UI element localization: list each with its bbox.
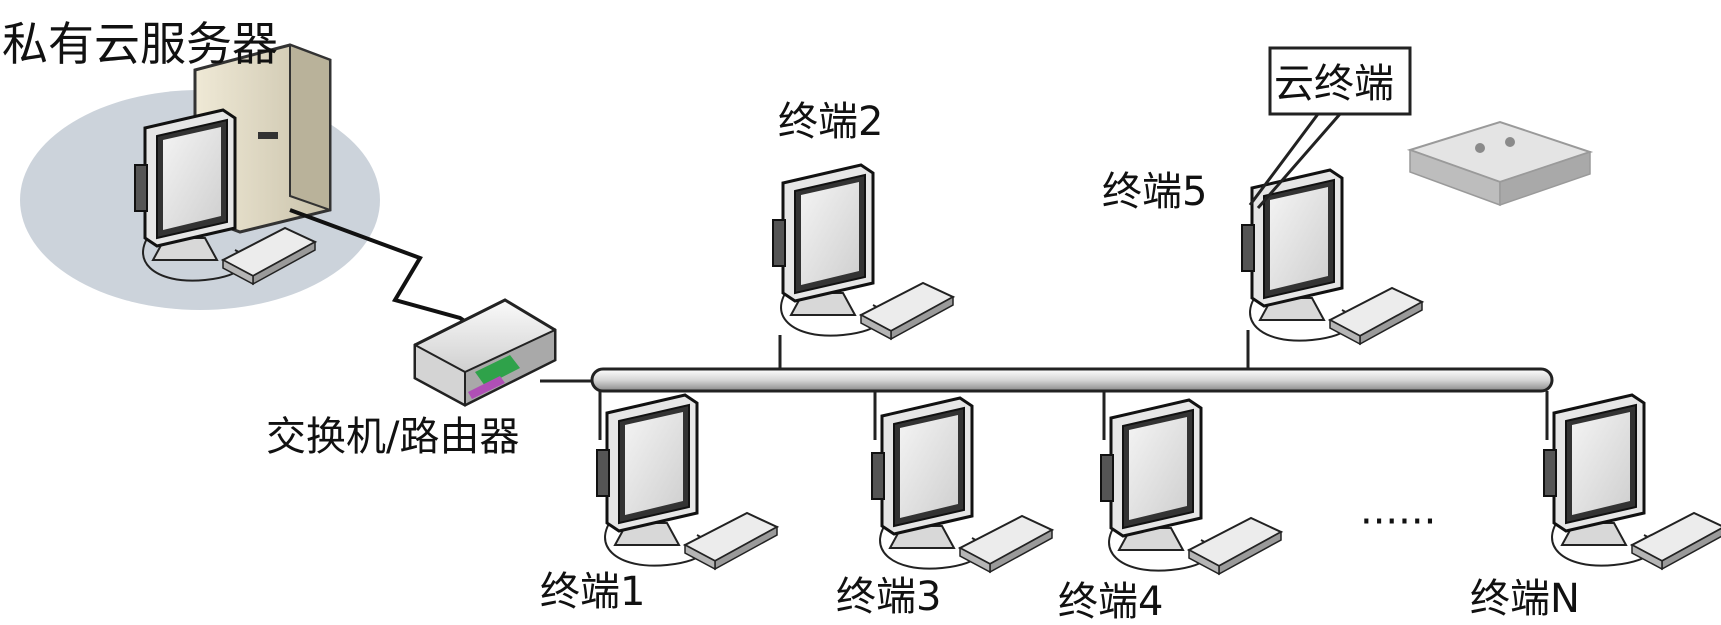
- network-bus: [590, 367, 1554, 393]
- terminal-5-label: 终端5: [1102, 169, 1207, 215]
- terminal-n-icon: [1542, 393, 1721, 571]
- cloud-terminal-label: 云终端: [1274, 61, 1394, 107]
- bus-drop-lines: [598, 330, 1549, 440]
- cloud-terminal-callout: [1248, 46, 1412, 209]
- terminal-2-icon: [771, 163, 955, 341]
- terminal-3-label: 终端3: [836, 574, 941, 620]
- terminal-4-icon: [1099, 398, 1283, 576]
- server-label: 私有云服务器: [2, 17, 278, 71]
- router-label: 交换机/路由器: [266, 414, 519, 460]
- terminal-1-icon: [595, 393, 779, 571]
- terminal-2-label: 终端2: [778, 99, 883, 145]
- terminal-3-icon: [870, 396, 1054, 574]
- cloud-terminal-box-icon: [1406, 120, 1594, 207]
- ellipsis-label: ······: [1360, 499, 1436, 545]
- router-icon: [413, 298, 557, 407]
- terminal-n-label: 终端N: [1470, 576, 1580, 622]
- terminal-1-label: 终端1: [540, 569, 645, 615]
- terminal-4-label: 终端4: [1058, 579, 1163, 625]
